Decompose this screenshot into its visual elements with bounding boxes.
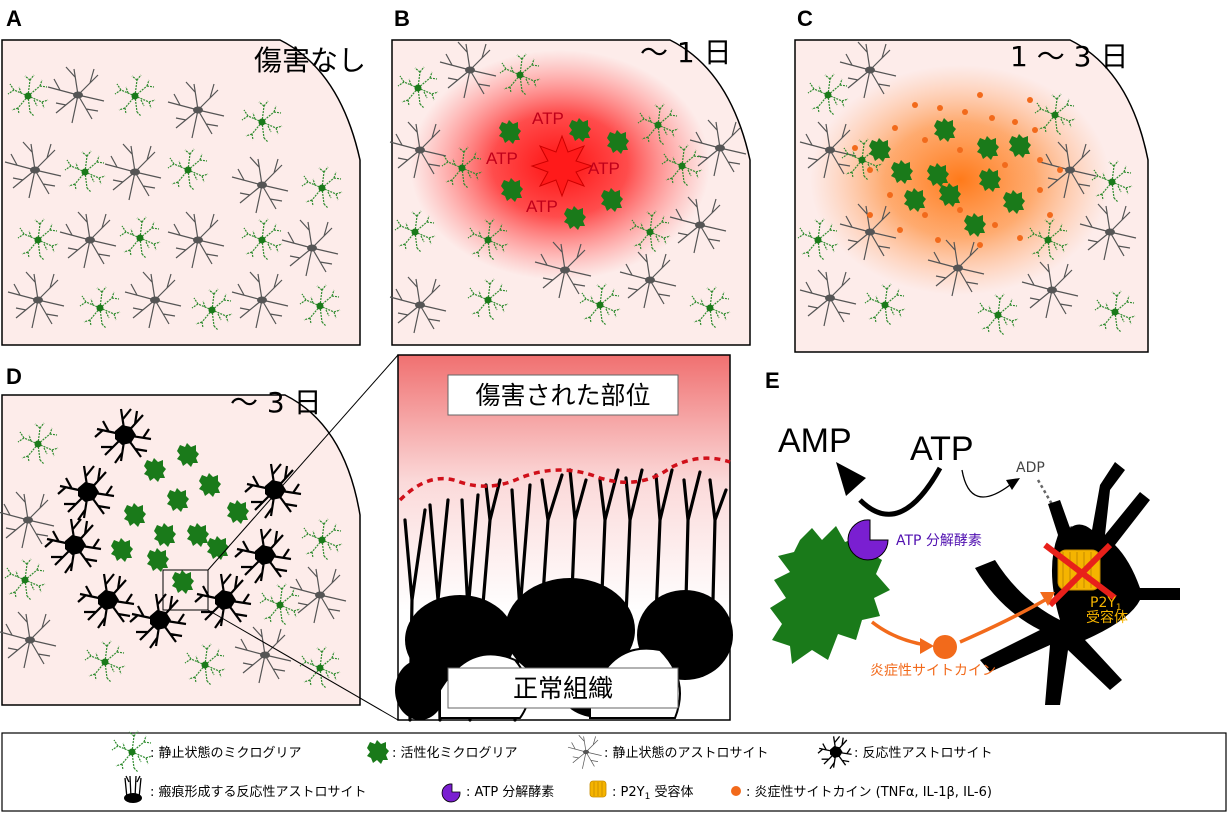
legend-cytokine-icon (731, 786, 741, 796)
panel-d-letter: D (6, 364, 22, 389)
cytokine-label: 炎症性サイトカイン (870, 663, 996, 679)
panel-c-time-label: 1 ～ 3 日 (1010, 40, 1128, 73)
legend-reactive-astrocyte: : 反応性アストロサイト (854, 746, 993, 761)
panel-e: E AMP ATP ADP P2Y1 受容体 ATP 分解酵素 炎症性サイトカイ… (765, 368, 1180, 705)
panel-d: D ～ 3 日 (0, 354, 399, 721)
atp-label: ATP (910, 430, 974, 468)
normal-tissue-label: 正常組織 (513, 674, 613, 703)
panel-a-tissue (1, 39, 361, 346)
atp-to-amp-arrowhead (836, 462, 866, 496)
receptor-label-line2: 受容体 (1086, 609, 1128, 626)
receptor-label-line1: P2Y1 (1090, 595, 1122, 613)
injured-site-label-box (447, 374, 679, 416)
receptor-block-cross (1043, 542, 1117, 608)
panel-c-letter: C (797, 6, 813, 31)
microglia-to-cytokine-arrow (870, 620, 927, 647)
e-microglia (770, 526, 890, 664)
cytokine-dot (933, 635, 957, 659)
panel-d-tissue (1, 394, 361, 706)
legend-p2y1: : P2Y1 受容体 (612, 784, 693, 802)
legend-activated-microglia: : 活性化ミクログリア (392, 746, 518, 761)
legend-resting-microglia: : 静止状態のミクログリア (150, 745, 302, 761)
atp-label-bottom: ATP (526, 197, 558, 216)
zoom-region-marker (162, 569, 209, 611)
legend-atpase: : ATP 分解酵素 (466, 785, 554, 800)
injury-border-line (398, 456, 731, 502)
panel-a: A 傷害なし (1, 6, 366, 346)
panel-a-letter: A (6, 6, 22, 31)
zoom-connector-bottom (207, 609, 399, 721)
panel-c: C 1 ～ 3 日 (794, 6, 1149, 353)
legend-resting-astrocyte: : 静止状態のアストロサイト (604, 745, 769, 761)
legend-atpase-icon (441, 783, 461, 803)
panel-b: B ～ 1 日 ATP ATP ATP ATP (389, 6, 751, 346)
atp-label-top: ATP (532, 109, 564, 128)
zoom-connector-top (207, 354, 399, 571)
atp-release-burst (530, 134, 594, 198)
legend: : 静止状態のミクログリア : 活性化ミクログリア : 静止状態のアストロサイト… (1, 730, 1227, 812)
legend-cytokine: : 炎症性サイトカイン (TNFα, IL-1β, IL-6) (746, 785, 992, 800)
atpase-enzyme (847, 519, 889, 561)
panel-d-time-label: ～ 3 日 (230, 386, 322, 419)
atp-to-amp-arrow (858, 466, 943, 517)
amp-label: AMP (778, 422, 852, 460)
injured-site-label: 傷害された部位 (475, 381, 650, 410)
panel-c-cytokines (852, 92, 1063, 248)
microglia-to-cytokine-arrowhead (920, 638, 934, 654)
zoom-panel: 傷害された部位 正常組織 (395, 354, 733, 722)
legend-scar-astrocyte: : 瘢痕形成する反応性アストロサイト (150, 784, 367, 800)
normal-tissue-label-box (447, 667, 679, 709)
atp-label-left: ATP (486, 149, 518, 168)
panel-b-letter: B (394, 6, 410, 31)
cytokine-to-astrocyte-arrow (959, 598, 1046, 644)
atp-label-right: ATP (588, 159, 620, 178)
cytokine-cloud (810, 65, 1110, 295)
panel-b-time-label: ～ 1 日 (640, 36, 732, 69)
legend-p2y1-icon (589, 780, 607, 798)
panel-a-time-label: 傷害なし (254, 44, 366, 77)
cytokine-to-astrocyte-arrowhead (1040, 592, 1055, 606)
atp-to-adp-arrow (961, 469, 1011, 498)
panel-e-letter: E (765, 368, 780, 393)
atp-to-adp-arrowhead (1006, 478, 1020, 490)
adp-label: ADP (1016, 460, 1045, 476)
atpase-label: ATP 分解酵素 (896, 533, 982, 549)
legend-frame (1, 732, 1227, 812)
